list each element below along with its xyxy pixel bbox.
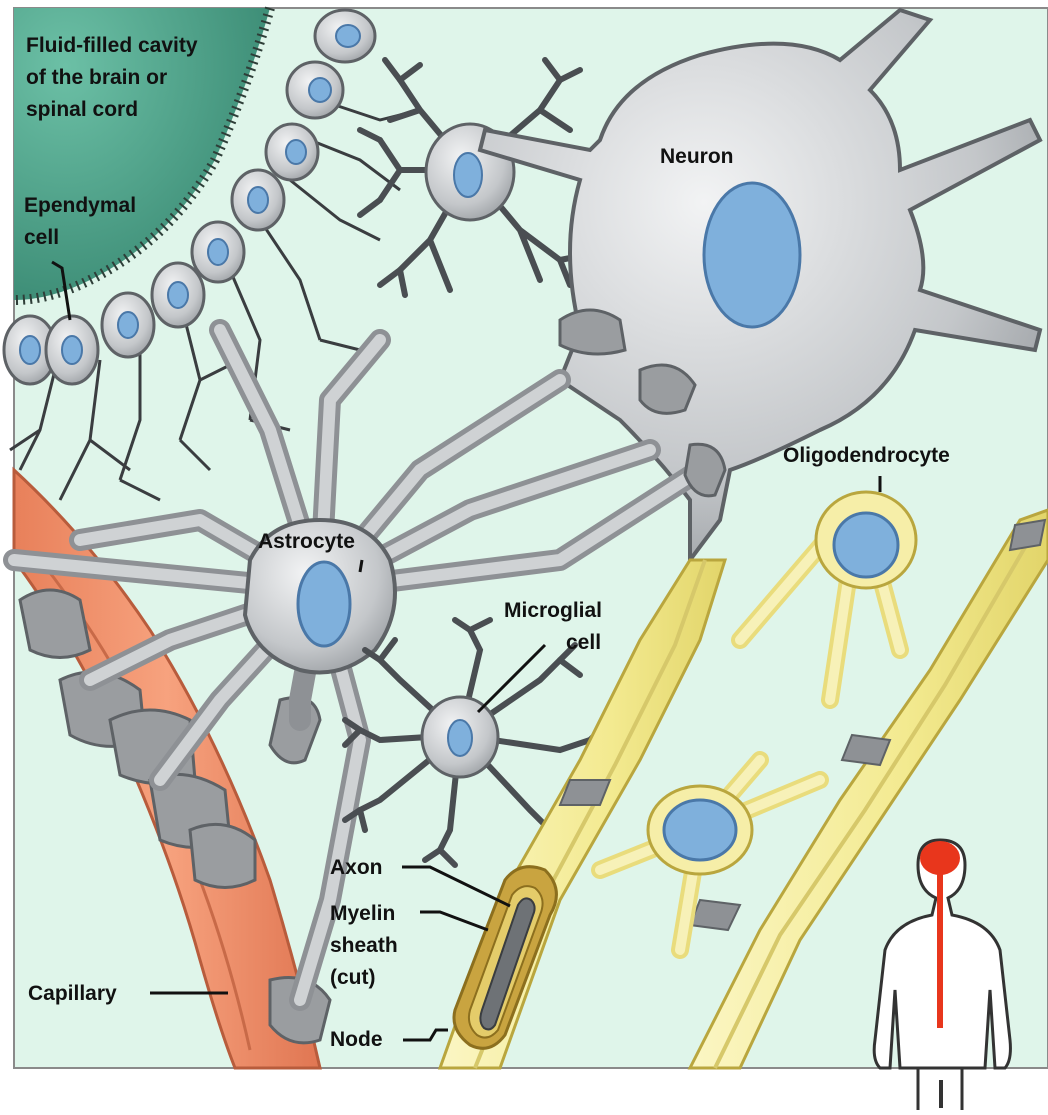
ependymal-label-line1: Ependymal: [24, 194, 136, 217]
cavity-label-line2: of the brain or: [26, 66, 167, 89]
node-label: Node: [330, 1028, 383, 1051]
axon-label: Axon: [330, 856, 383, 879]
oligodendrocyte-label: Oligodendrocyte: [783, 444, 950, 467]
astrocyte-label: Astrocyte: [258, 530, 355, 553]
ependymal-label-line2: cell: [24, 226, 59, 249]
neuron-label: Neuron: [660, 145, 734, 168]
ependymal-cell: [287, 62, 343, 118]
ependymal-cell: [152, 263, 204, 327]
microglial-label-line2: cell: [566, 631, 601, 654]
ependymal-cell: [232, 170, 284, 230]
ependymal-cell: [46, 316, 98, 384]
cavity-label-line3: spinal cord: [26, 98, 138, 121]
microglial-label-line1: Microglial: [504, 599, 602, 622]
ependymal-cell: [266, 124, 318, 180]
ependymal-cell: [315, 10, 375, 62]
astrocyte-leader-line: [360, 560, 362, 572]
myelin-label-line2: sheath: [330, 934, 398, 957]
ependymal-cell: [192, 222, 244, 282]
node-of-ranvier: [560, 780, 610, 805]
cavity-label-line1: Fluid-filled cavity: [26, 34, 198, 57]
node-of-ranvier: [1010, 520, 1045, 550]
ependymal-cell: [102, 293, 154, 357]
node-of-ranvier: [842, 735, 890, 765]
capillary-label: Capillary: [28, 982, 117, 1005]
myelin-label-line3: (cut): [330, 966, 376, 989]
myelin-label-line1: Myelin: [330, 902, 395, 925]
